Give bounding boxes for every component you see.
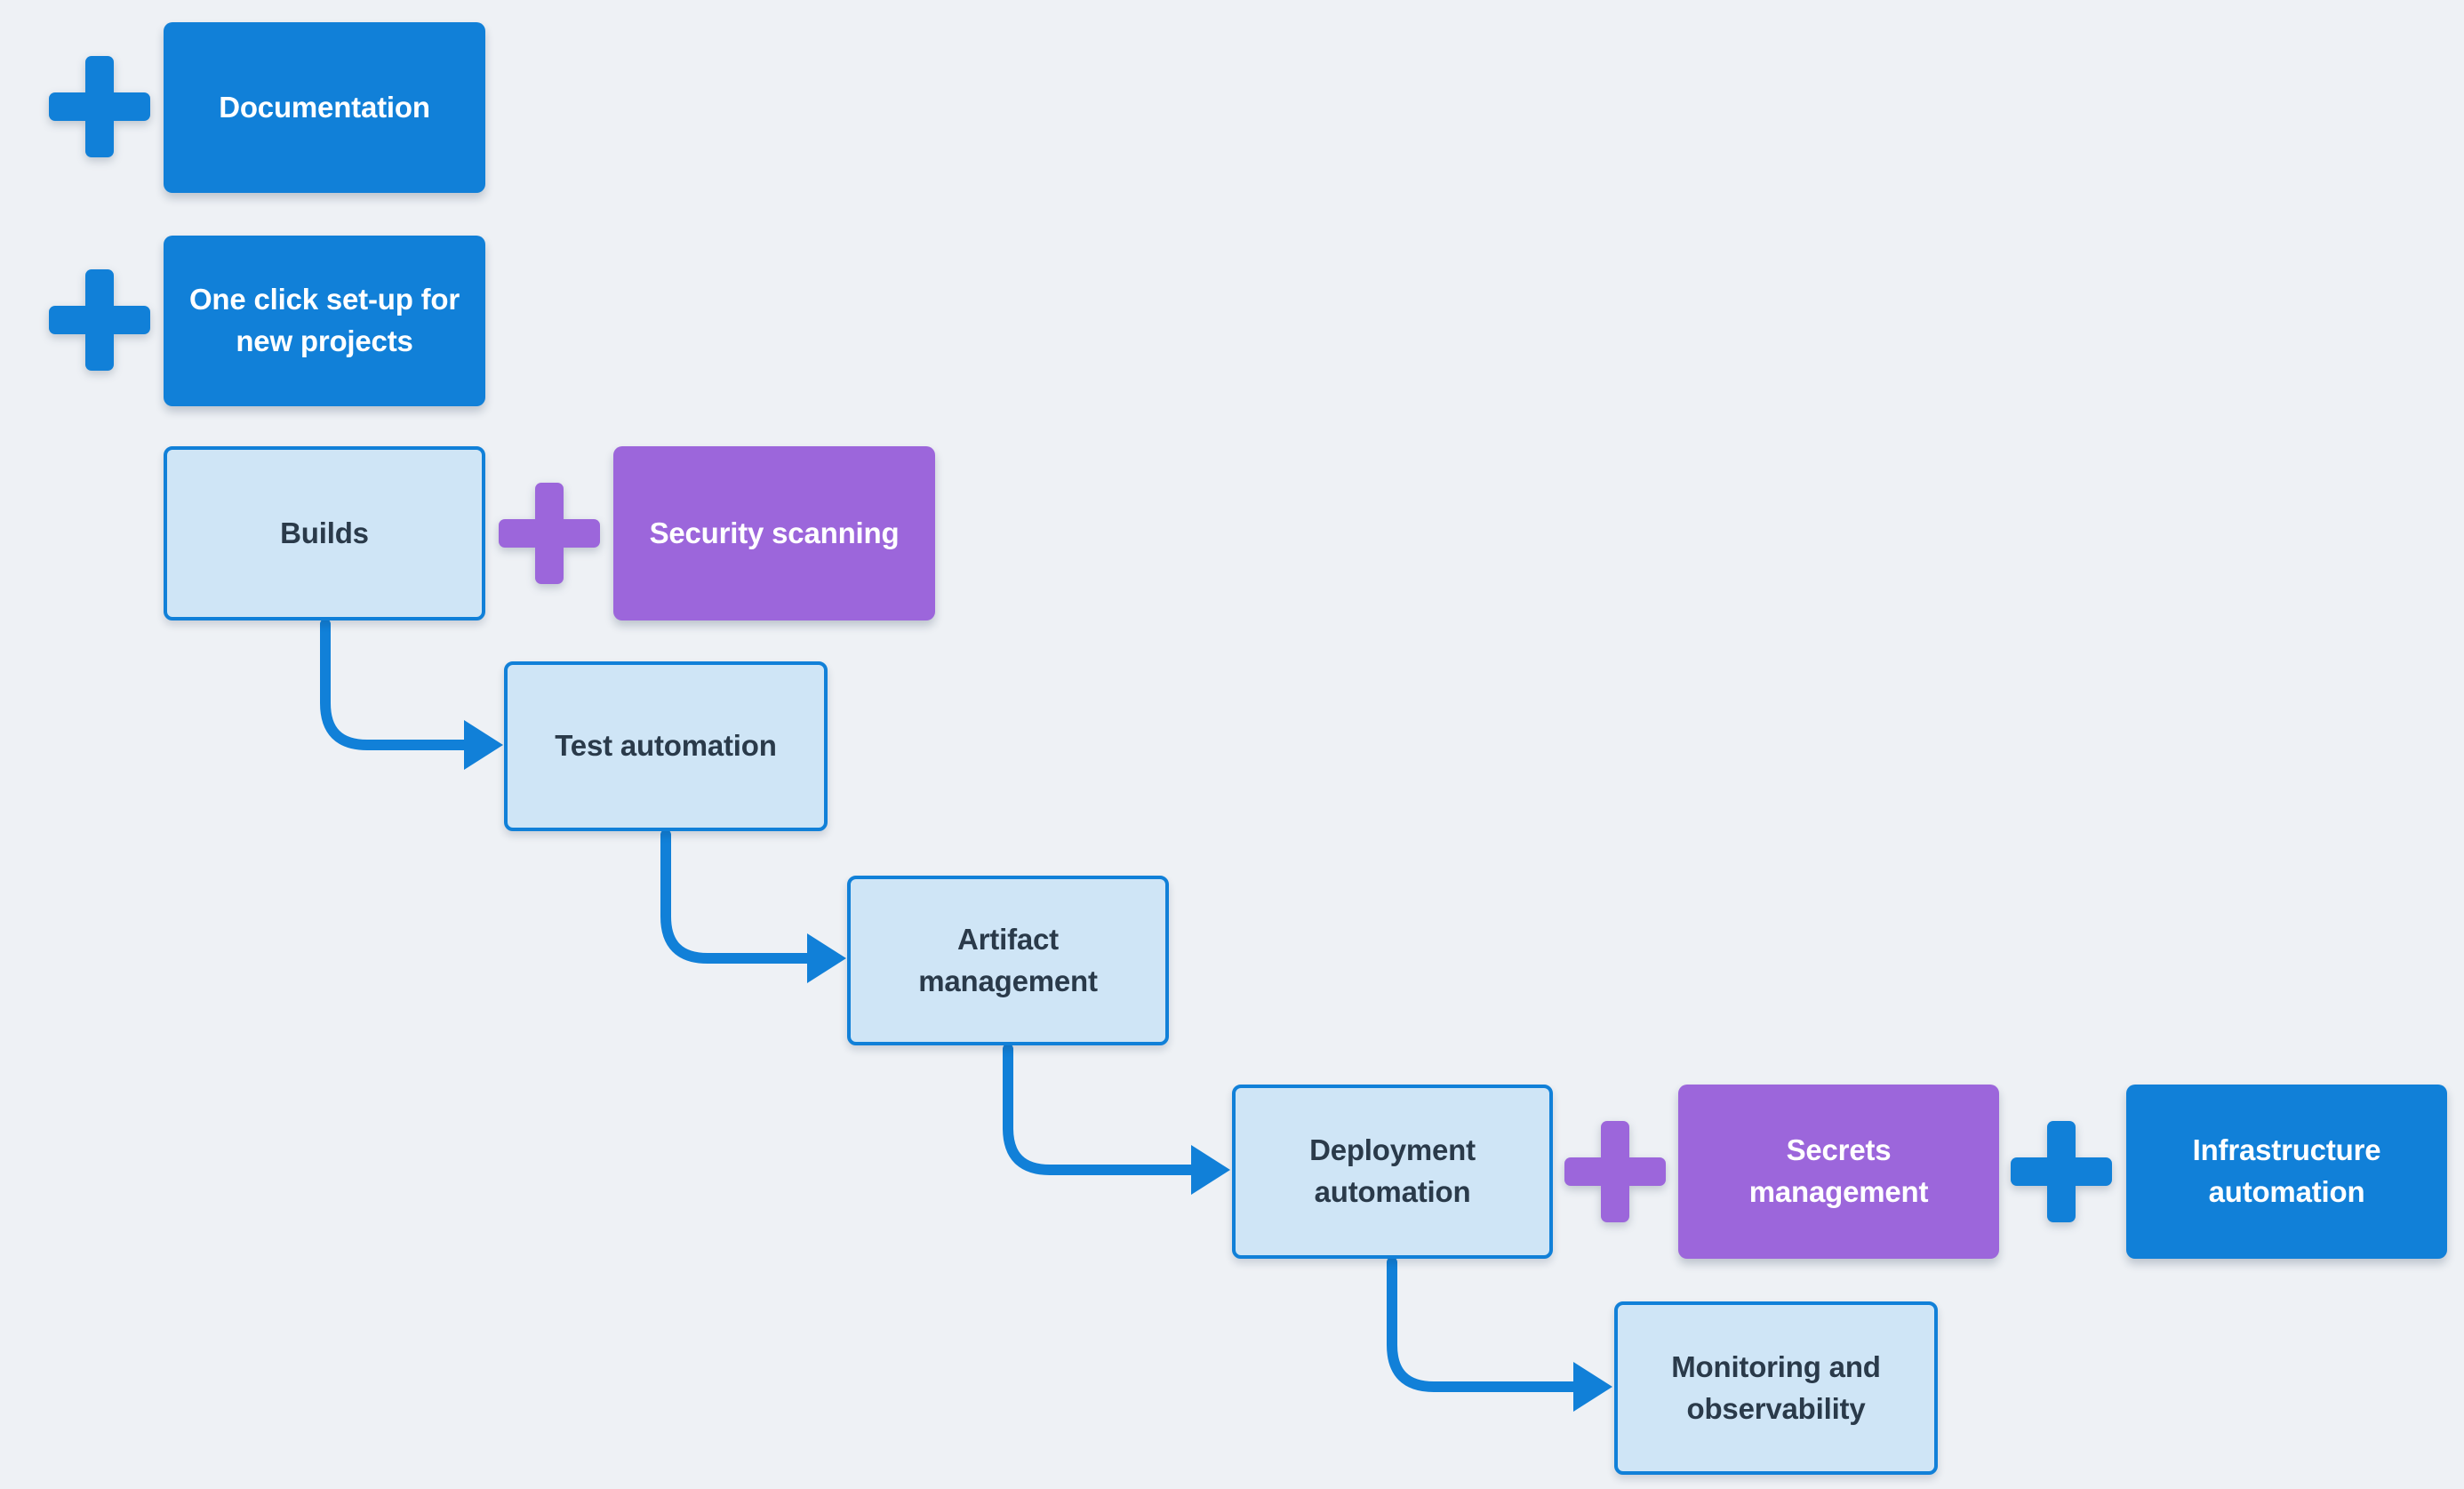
node-label: One click set-up for new projects <box>188 283 460 357</box>
node-label: Deployment automation <box>1309 1133 1476 1208</box>
node-label: Infrastructure automation <box>2192 1133 2381 1208</box>
node-label: Test automation <box>555 729 777 763</box>
node-monitoring-observability[interactable]: Monitoring and observability <box>1614 1301 1938 1475</box>
node-label: Security scanning <box>649 516 900 549</box>
node-test-automation[interactable]: Test automation <box>504 661 828 831</box>
plus-icon-secrets-management <box>1564 1121 1666 1222</box>
connector-artifact-management-deployment-automation <box>1003 1044 1230 1195</box>
node-label: Builds <box>280 516 369 549</box>
node-label: Artifact management <box>918 922 1098 997</box>
node-security-scanning[interactable]: Security scanning <box>613 446 935 620</box>
node-one-click-setup[interactable]: One click set-up for new projects <box>164 236 485 406</box>
connector-test-automation-artifact-management <box>660 829 846 983</box>
plus-icon-documentation <box>49 56 150 157</box>
node-builds[interactable]: Builds <box>164 446 485 620</box>
node-documentation[interactable]: Documentation <box>164 22 485 193</box>
node-deployment-automation[interactable]: Deployment automation <box>1232 1085 1553 1259</box>
plus-icon-infrastructure-automation <box>2011 1121 2112 1222</box>
node-secrets-management[interactable]: Secrets management <box>1678 1085 1999 1259</box>
node-label: Secrets management <box>1748 1133 1929 1208</box>
node-label: Monitoring and observability <box>1671 1349 1881 1425</box>
node-artifact-management[interactable]: Artifact management <box>847 876 1169 1045</box>
node-label: Documentation <box>219 90 430 124</box>
plus-icon-security-scanning <box>499 483 600 584</box>
connector-builds-test-automation <box>320 619 503 770</box>
plus-icon-one-click-setup <box>49 269 150 371</box>
node-infrastructure-automation[interactable]: Infrastructure automation <box>2126 1085 2447 1259</box>
connector-deployment-automation-monitoring-observability <box>1387 1257 1612 1412</box>
